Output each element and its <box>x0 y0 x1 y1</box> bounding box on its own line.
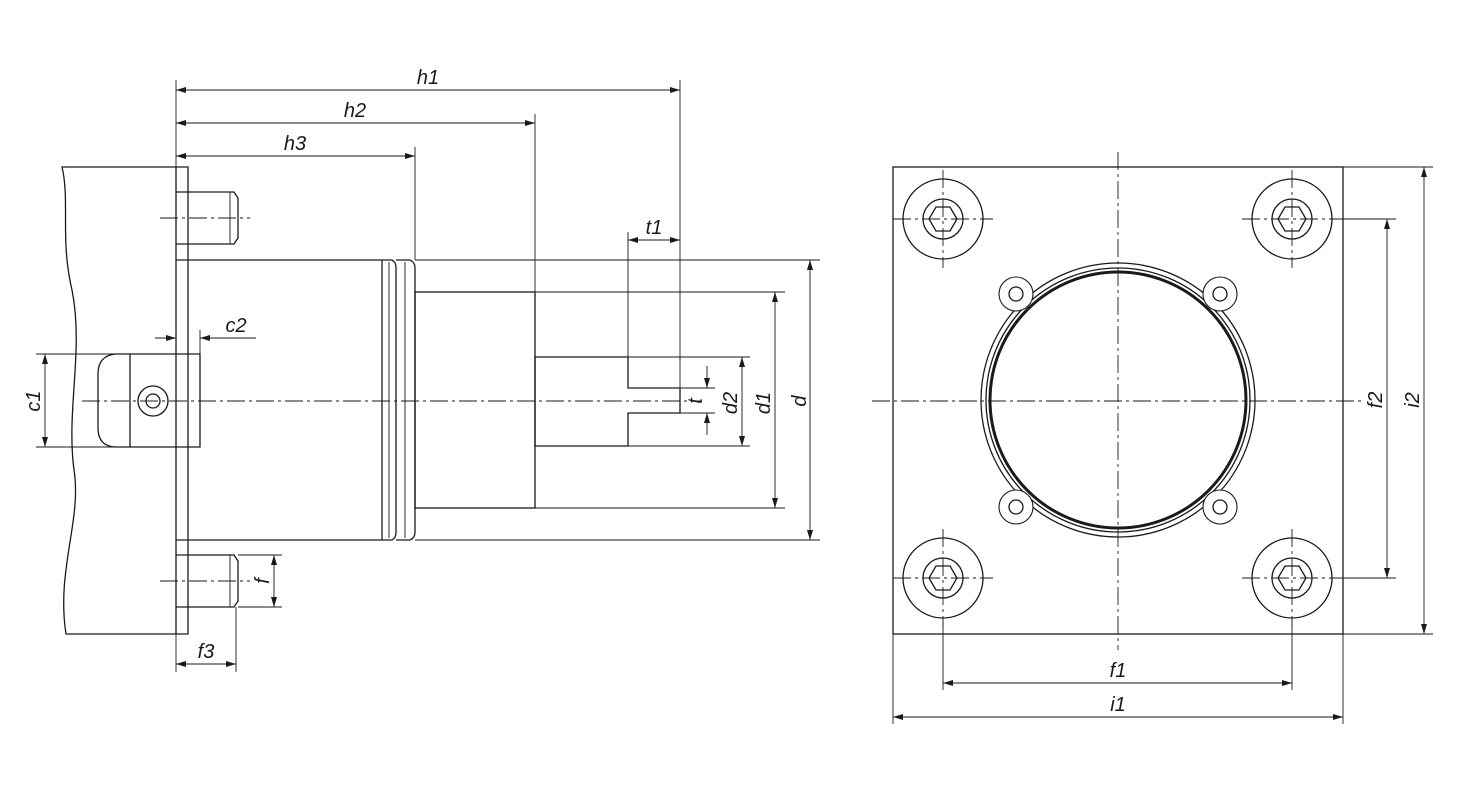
side-view: h1 h2 h3 t1 c2 c1 t d2 d1 d f f3 <box>23 67 820 672</box>
dim-label-f2: f2 <box>1365 392 1387 409</box>
dim-label-c2: c2 <box>225 315 246 337</box>
front-dimension-lines <box>893 167 1427 720</box>
front-extension-lines <box>892 166 1433 724</box>
dim-label-i2: i2 <box>1402 392 1424 408</box>
dim-label-f: f <box>252 576 274 584</box>
dim-label-h2: h2 <box>344 100 366 122</box>
dim-label-h3: h3 <box>284 133 306 155</box>
mounting-wall <box>61 166 189 635</box>
dim-label-t: t <box>685 397 707 404</box>
shaft-d2 <box>534 356 681 447</box>
bearing-housing-inner <box>985 267 1251 533</box>
center-bore <box>988 270 1248 530</box>
side-extension-lines <box>36 80 820 672</box>
shaft-step-d1 <box>414 291 536 509</box>
cylinder-body <box>176 259 383 541</box>
mounting-hole-top-right <box>1242 170 1342 268</box>
side-dimension-lines <box>42 87 813 667</box>
dim-label-d1: d1 <box>753 392 775 414</box>
mounting-hole-bottom-left <box>893 529 993 627</box>
dim-label-d2: d2 <box>720 392 742 414</box>
seal-rings <box>382 259 416 541</box>
upper-screw <box>176 191 239 245</box>
small-screw-bottom-right <box>1202 489 1238 525</box>
clamp-block <box>97 353 201 448</box>
dim-label-f1: f1 <box>1110 660 1127 682</box>
clamp-screw-icon <box>137 385 169 417</box>
dim-label-f3: f3 <box>198 641 215 663</box>
dim-label-c1: c1 <box>23 390 45 411</box>
small-screw-bottom-left <box>998 489 1034 525</box>
bearing-housing-outer <box>980 262 1256 538</box>
small-screw-top-left <box>998 276 1034 312</box>
lower-screw <box>176 554 239 608</box>
small-screw-top-right <box>1202 276 1238 312</box>
dim-label-d: d <box>789 395 811 407</box>
dim-label-t1: t1 <box>646 217 663 239</box>
dim-label-h1: h1 <box>417 67 439 89</box>
dim-label-i1: i1 <box>1110 694 1126 716</box>
mounting-hole-bottom-right <box>1242 529 1342 627</box>
front-view: f1 i1 f2 i2 <box>872 152 1433 724</box>
mounting-hole-top-left <box>893 170 993 268</box>
